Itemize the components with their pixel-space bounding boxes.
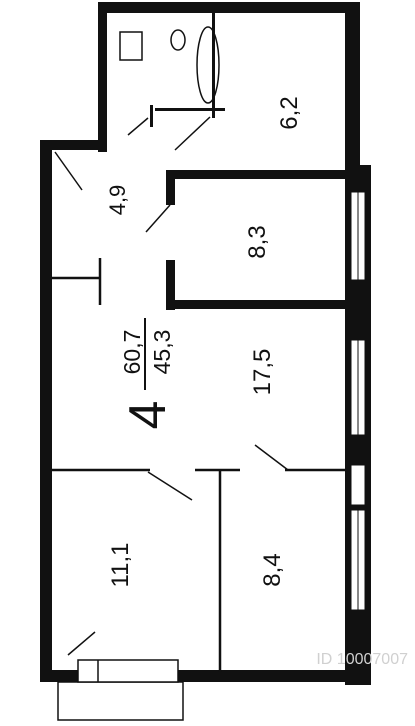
wall-room83-top [166, 170, 351, 179]
wall-room83-bottom [166, 300, 351, 309]
balcony-outline [57, 681, 184, 721]
window-3 [350, 464, 366, 506]
door-bath-2 [174, 116, 211, 151]
room-area-bedroom-right: 8,4 [259, 553, 286, 586]
room-area-bedroom-left: 11,1 [107, 543, 134, 588]
partitions [52, 258, 345, 672]
room-count: 4 [119, 401, 177, 430]
windows [350, 191, 366, 611]
wall-room83-left-a [166, 170, 175, 205]
total-area: 60,7 [119, 330, 145, 375]
wall-bath-part-2 [212, 8, 215, 118]
door-bath-1 [127, 117, 149, 136]
door-room83 [145, 204, 171, 233]
wall-bath-right [345, 2, 360, 167]
sink-icon [119, 31, 143, 61]
wall-bath-part-3 [155, 108, 225, 111]
door-bedroom-left-low [67, 631, 96, 656]
toilet-icon [170, 29, 186, 51]
room-area-small-bedroom: 8,3 [244, 225, 271, 258]
wall-bath-left [98, 2, 107, 152]
room-area-hall: 4,9 [105, 185, 130, 216]
room-area-bath: 6,2 [276, 96, 303, 129]
wall-bath-top [98, 2, 360, 13]
room-area-living: 17,5 [249, 349, 276, 396]
wall-bath-part-1 [150, 105, 153, 127]
walls [40, 2, 371, 685]
door-bedroom-left [147, 471, 193, 501]
balcony-door [77, 659, 179, 683]
door-entry [54, 151, 83, 191]
balcony [57, 659, 184, 721]
wall-left-top [40, 140, 100, 150]
wall-left [40, 140, 52, 680]
bathtub-icon [196, 26, 220, 104]
doors [54, 116, 289, 656]
wall-room83-left-b [166, 260, 175, 310]
door-living [254, 444, 289, 471]
watermark: ID 10007007 [316, 651, 408, 668]
fixtures [119, 26, 220, 104]
living-area: 45,3 [149, 330, 175, 375]
